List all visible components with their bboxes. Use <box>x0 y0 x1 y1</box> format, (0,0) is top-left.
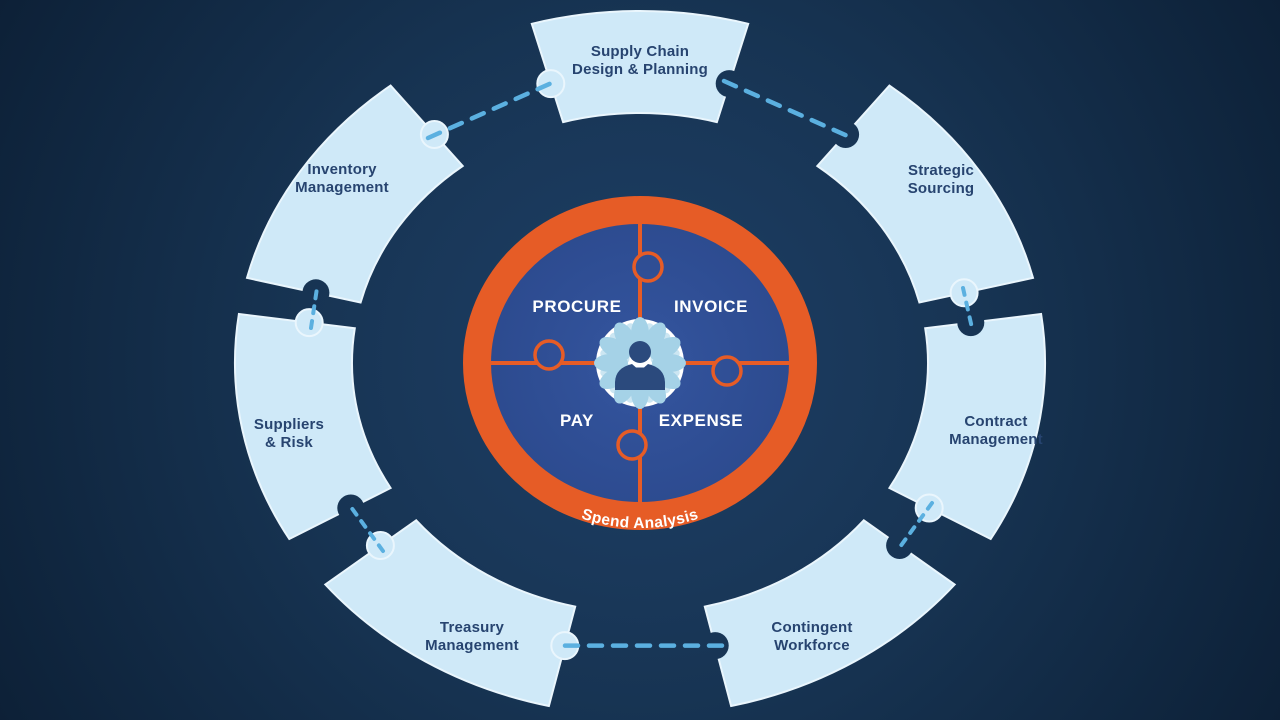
segment-label-line: Strategic <box>907 162 974 179</box>
segment-label-line: & Risk <box>265 434 313 451</box>
dashed-connector <box>309 286 319 330</box>
puzzle-knob-icon <box>294 308 324 338</box>
segment-label-line: Management <box>949 431 1043 448</box>
puzzle-tab-icon <box>533 339 565 371</box>
segment-label-inventory-management: Inventory Management <box>295 161 389 197</box>
segment-label-strategic-sourcing: Strategic Sourcing <box>908 162 975 198</box>
quadrant-label-procure: PROCURE <box>532 297 621 316</box>
puzzle-tab-icon <box>711 355 743 387</box>
puzzle-tab-icon <box>632 251 664 283</box>
quadrant-label-expense: EXPENSE <box>659 411 744 430</box>
segment-suppliers-risk-shape <box>234 312 393 541</box>
dashed-connectors <box>309 78 974 648</box>
dashed-connector <box>895 501 934 553</box>
segment-suppliers-risk <box>234 308 393 541</box>
segment-label-line: Design & Planning <box>572 61 708 78</box>
segment-label-line: Treasury <box>439 619 505 636</box>
dashed-connector <box>721 78 855 141</box>
center-wheel: PROCURE INVOICE PAY EXPENSE <box>463 196 817 532</box>
segment-supply-chain <box>530 10 750 124</box>
segment-contract-management-shape <box>887 312 1046 541</box>
segment-label-line: Suppliers <box>253 416 325 433</box>
dashed-connector <box>425 78 559 141</box>
segment-label-contingent-workforce: Contingent Workforce <box>771 619 852 655</box>
segment-label-line: Contingent <box>771 619 853 636</box>
segment-strategic-sourcing-shape <box>815 84 1035 304</box>
segment-label-line: Sourcing <box>907 180 975 197</box>
segment-label-line: Inventory <box>307 161 377 178</box>
segment-treasury-management-shape <box>323 518 577 708</box>
dashed-connector <box>961 286 974 330</box>
puzzle-tab-icon <box>616 429 648 461</box>
quadrant-label-invoice: INVOICE <box>674 297 748 316</box>
segment-label-suppliers-risk: Suppliers & Risk <box>254 416 324 452</box>
segment-label-line: Management <box>425 637 519 654</box>
flower-icon <box>594 317 686 409</box>
segment-label-supply-chain: Supply Chain Design & Planning <box>572 43 708 79</box>
segment-label-line: Management <box>295 179 389 196</box>
segment-label-line: Supply Chain <box>590 43 690 60</box>
segment-label-treasury-management: Treasury Management <box>425 619 519 655</box>
quadrant-label-pay: PAY <box>560 411 594 430</box>
outer-segments <box>234 10 1046 708</box>
person-icon <box>615 341 665 390</box>
segment-inventory-management <box>245 84 465 307</box>
segment-label-line: Contract <box>964 413 1028 430</box>
segment-label-contract-management: Contract Management <box>949 413 1043 449</box>
segment-label-line: Workforce <box>774 637 850 654</box>
segment-inventory-management-shape <box>245 84 465 304</box>
dashed-connector <box>346 501 385 553</box>
segment-supply-chain-shape <box>530 10 750 124</box>
segment-contingent-workforce-shape <box>703 518 957 708</box>
